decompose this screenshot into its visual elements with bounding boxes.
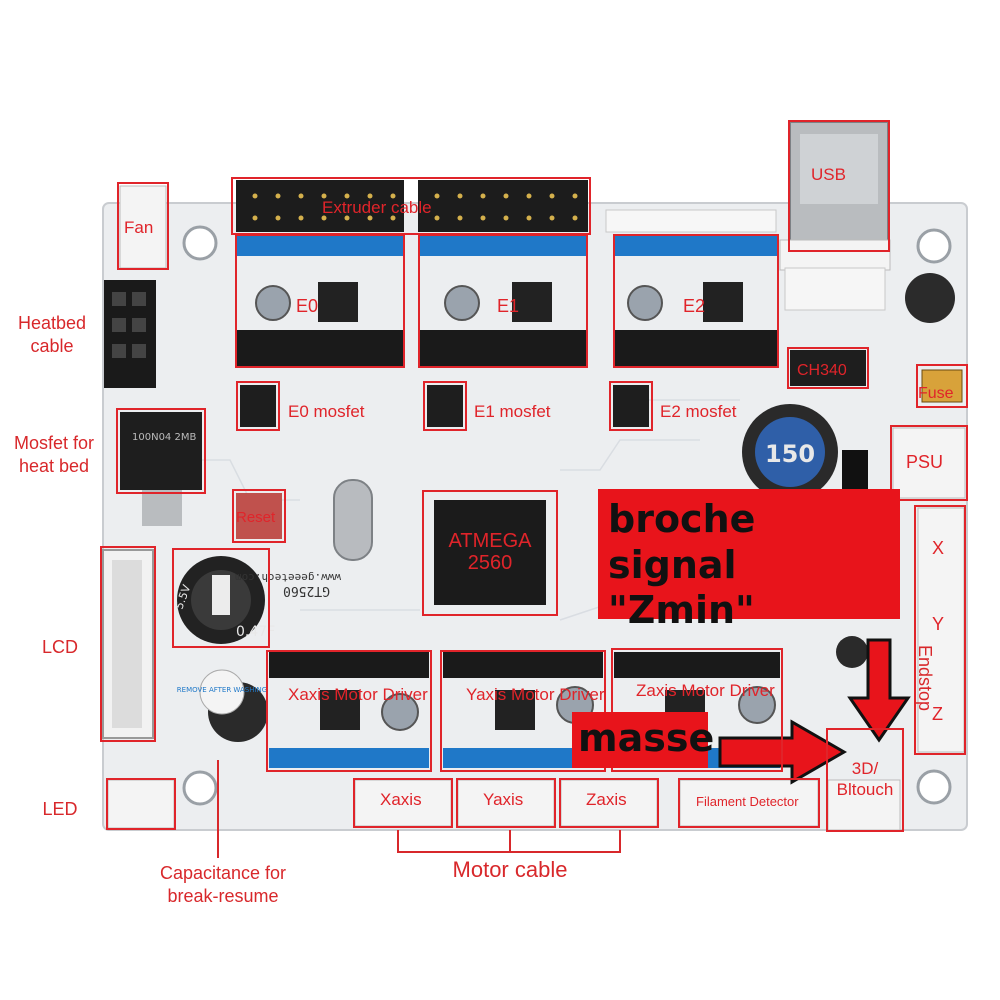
- box-e2-mosfet: [609, 381, 653, 431]
- box-xaxis: [353, 778, 453, 828]
- label-zaxis-driver: Zaxis Motor Driver: [636, 681, 775, 700]
- label-y: Y: [932, 614, 945, 634]
- label-extruder-cable: Extruder cable: [322, 198, 432, 217]
- label-usb: USB: [811, 165, 846, 184]
- label-capacitance: Capacitance for break-resume: [159, 863, 287, 907]
- mosfet-e0: [240, 385, 276, 427]
- label-e0: E0: [296, 296, 319, 316]
- extruder-connector-1: [236, 180, 404, 232]
- label-endstop: Endstop: [915, 644, 935, 712]
- label-e0-mosfet: E0 mosfet: [288, 402, 365, 421]
- label-xaxis-driver: Xaxis Motor Driver: [288, 685, 428, 704]
- bottom-connectors: [107, 779, 901, 831]
- heatbed-mosfet: [120, 412, 202, 490]
- callout-signal-pin: broche signal "Zmin": [598, 489, 900, 632]
- box-e0: [235, 234, 405, 368]
- fan-connector: [119, 185, 167, 269]
- box-zaxis: [559, 778, 659, 828]
- box-extruder-cable: [231, 177, 591, 235]
- label-e2-mosfet: E2 mosfet: [660, 402, 737, 421]
- label-yaxis-driver: Yaxis Motor Driver: [466, 685, 605, 704]
- label-e2: E2: [683, 296, 706, 316]
- label-fuse: Fuse: [918, 385, 954, 402]
- label-e1-mosfet: E1 mosfet: [474, 402, 551, 421]
- label-e1: E1: [497, 296, 520, 316]
- box-x-driver: [266, 650, 432, 772]
- box-led: [106, 778, 176, 830]
- website-text: www.geeetech.com: [235, 571, 341, 584]
- label-motor-cable: Motor cable: [452, 857, 568, 882]
- label-yaxis: Yaxis: [483, 790, 524, 809]
- motor-cable-bracket: [397, 830, 621, 853]
- sticker-text: REMOVE AFTER WASHING: [177, 686, 267, 694]
- reset-button: [236, 493, 282, 539]
- fuse: [921, 369, 963, 403]
- label-z: Z: [932, 704, 943, 724]
- box-e1: [418, 234, 588, 368]
- label-reset: Reset: [236, 509, 276, 526]
- driver-socket-x: [269, 652, 429, 768]
- label-filament-detector: Filament Detector: [696, 794, 799, 809]
- callout-ground: masse: [572, 712, 714, 768]
- cap-value-text: 0.47F: [236, 624, 275, 640]
- box-usb: [788, 120, 890, 252]
- label-bltouch: 3D/ Bltouch: [836, 759, 894, 800]
- driver-socket-y: [443, 652, 603, 768]
- label-lcd: LCD: [41, 637, 78, 657]
- label-atmega: ATMEGA 2560: [448, 530, 532, 574]
- mosfet-e1: [427, 385, 463, 427]
- endstop-connectors: [917, 507, 965, 753]
- label-heatbed-cable: Heatbed cable: [17, 313, 87, 357]
- label-xaxis: Xaxis: [380, 790, 422, 809]
- atmega-chip: [434, 500, 546, 605]
- label-zaxis: Zaxis: [586, 790, 627, 809]
- psu-connector: [892, 427, 966, 499]
- inductor-text: 150: [765, 440, 815, 468]
- label-psu: PSU: [906, 452, 944, 472]
- box-ch340: [787, 347, 869, 389]
- box-heatbed-mosfet: [116, 408, 206, 494]
- box-fuse: [916, 364, 968, 408]
- heatbed-connector: [104, 280, 156, 388]
- label-mosfet-heatbed: Mosfet for heat bed: [13, 433, 95, 477]
- box-e2: [613, 234, 779, 368]
- box-yaxis: [456, 778, 556, 828]
- box-bltouch: [826, 728, 904, 832]
- box-endstop: [914, 505, 966, 755]
- box-e1-mosfet: [423, 381, 467, 431]
- label-x: X: [932, 538, 945, 558]
- box-lcd: [100, 546, 156, 742]
- extruder-connector-2: [418, 180, 588, 232]
- label-led: LED: [42, 799, 78, 819]
- driver-socket-e2: [615, 236, 777, 366]
- model-text: GT2560: [283, 583, 330, 598]
- box-z-driver: [611, 648, 783, 772]
- box-supercap: [172, 548, 270, 648]
- mosfet-part-text: 100N04 2MB: [132, 432, 196, 443]
- box-filament: [678, 778, 820, 828]
- crystal: [333, 479, 373, 561]
- box-reset: [232, 489, 286, 543]
- mosfet-e2: [613, 385, 649, 427]
- ch340-chip: [790, 350, 866, 386]
- driver-socket-e1: [420, 236, 586, 366]
- mounting-holes: [182, 225, 952, 806]
- label-ch340: CH340: [797, 362, 847, 379]
- box-psu: [890, 425, 968, 501]
- box-e0-mosfet: [236, 381, 280, 431]
- driver-socket-e0: [237, 236, 403, 366]
- arrow-down: [847, 638, 911, 743]
- box-y-driver: [440, 650, 606, 772]
- label-fan: Fan: [124, 218, 154, 237]
- box-fan: [117, 182, 169, 270]
- box-atmega: [422, 490, 558, 616]
